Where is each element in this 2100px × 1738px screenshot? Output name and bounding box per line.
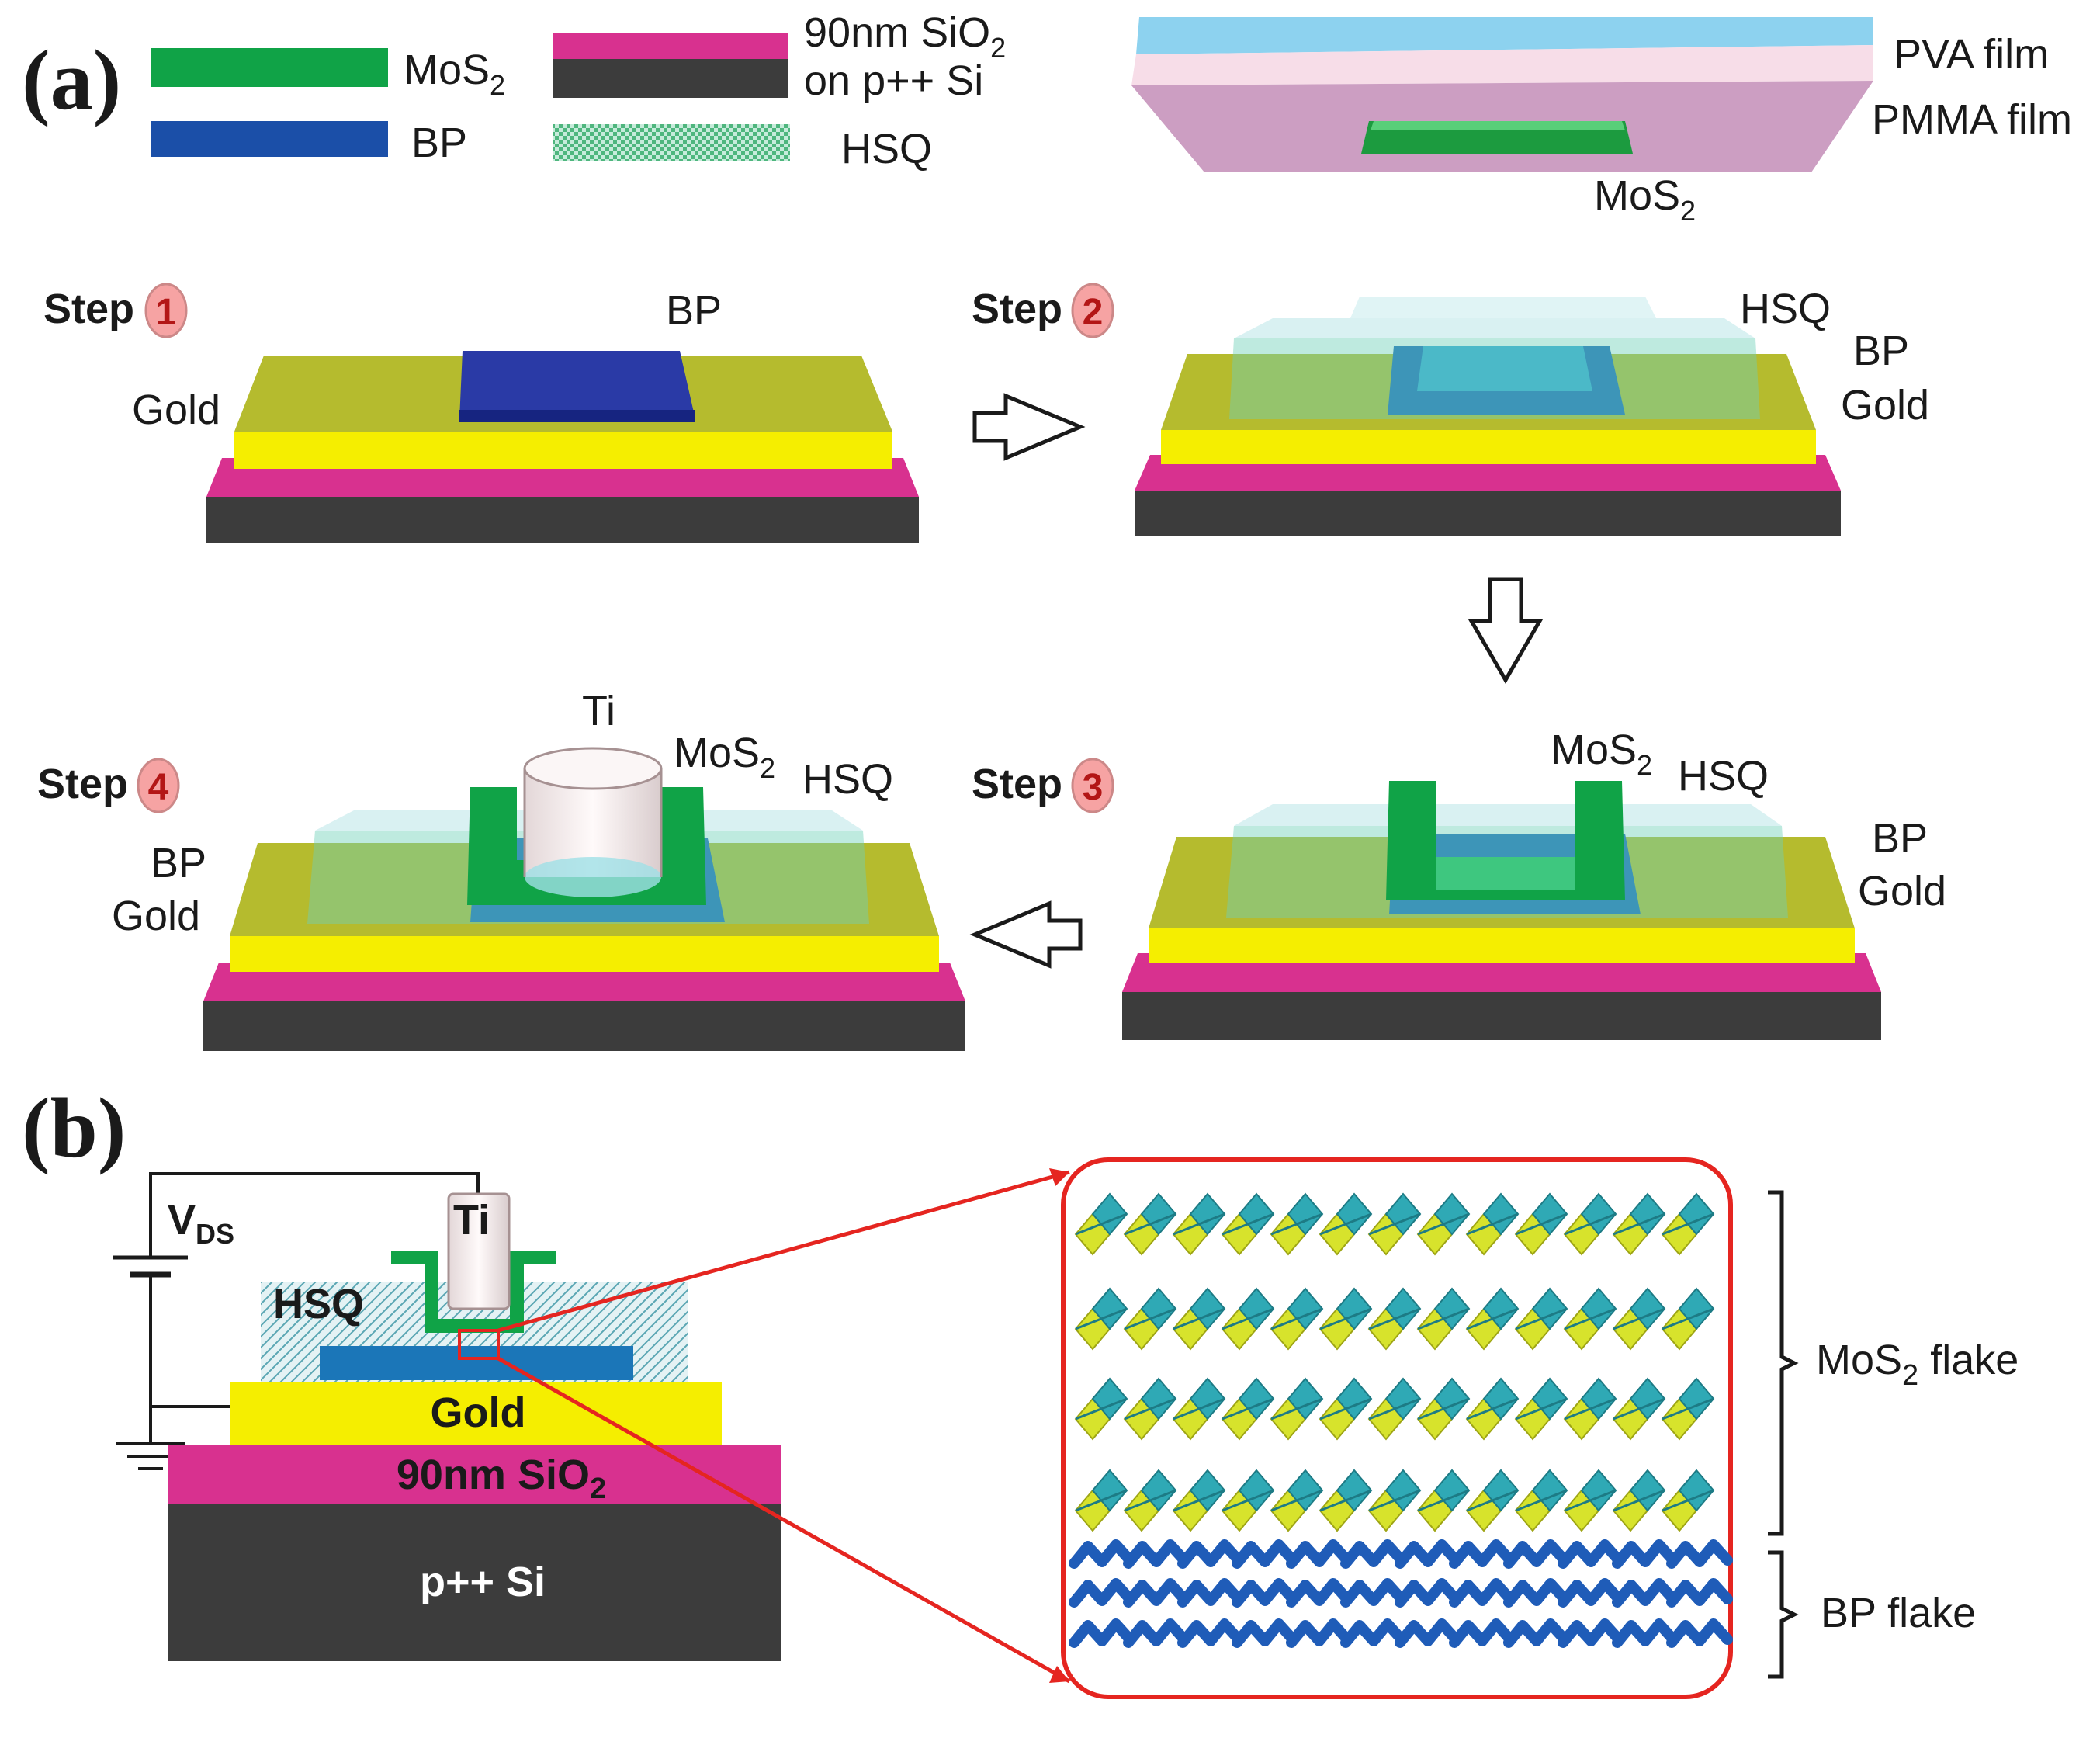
step-4-si — [203, 1001, 965, 1051]
legend-substrate-line1: 90nm SiO2 — [804, 9, 1006, 64]
step-2-gold — [1161, 430, 1816, 464]
step-3-badge — [1071, 758, 1114, 813]
cs-ti-label: Ti — [453, 1197, 490, 1244]
cs-si-label: p++ Si — [420, 1559, 546, 1605]
step-1-badge — [144, 283, 188, 338]
arrow-right-icon — [972, 393, 1086, 461]
arrow-left-icon — [969, 900, 1083, 969]
step-4-gold-label: Gold — [112, 893, 200, 939]
legend-sio2-swatch — [553, 33, 788, 59]
step-4-bp-label: BP — [151, 840, 206, 886]
cs-hsq-label: HSQ — [273, 1281, 364, 1327]
zoom-line-bottom — [497, 1356, 1071, 1684]
panel-a-label: (a) — [22, 33, 121, 127]
pva-film-label: PVA film — [1894, 31, 2049, 78]
mos2-flake-label: MoS2 flake — [1816, 1337, 2019, 1392]
cs-sio2-label: 90nm SiO2 — [397, 1452, 606, 1505]
zoom-marker — [458, 1329, 500, 1360]
step-4-mos2-label: MoS2 — [674, 730, 775, 784]
step-2-hsq-label: HSQ — [1740, 286, 1831, 332]
step-2-hsq — [1229, 338, 1760, 419]
step-1-gold-label: Gold — [132, 387, 220, 433]
step-2-gold-label: Gold — [1841, 382, 1929, 428]
step-1-word: Step — [43, 286, 134, 332]
zoom-inset — [1061, 1157, 1733, 1699]
step-1-si — [206, 497, 919, 543]
step-2-number: 2 — [1083, 292, 1104, 333]
step-2-badge — [1071, 283, 1114, 338]
step-4-gold — [230, 936, 939, 972]
step-3-mos2-label: MoS2 — [1551, 727, 1652, 781]
cs-sio2-layer — [168, 1445, 781, 1504]
transfer-stack: PVA film PMMA film MoS2 — [1131, 17, 2072, 227]
step-4-sio2 — [203, 963, 965, 1001]
step-3-hsq-label: HSQ — [1678, 753, 1769, 800]
mos2-flake-bracket — [1768, 1190, 1799, 1536]
step-3-sio2 — [1122, 953, 1881, 992]
step-3-word: Step — [972, 761, 1062, 807]
panel-b-label: (b) — [22, 1081, 126, 1175]
zoom-line-top — [497, 1170, 1070, 1333]
legend-si-swatch — [553, 59, 788, 98]
cs-gold-label: Gold — [431, 1389, 526, 1436]
legend-hsq-swatch — [553, 124, 790, 161]
legend-hsq-label: HSQ — [841, 126, 932, 172]
cs-mos2-layer — [391, 1251, 556, 1333]
step-4-badge — [137, 758, 180, 813]
legend-substrate-line2: on p++ Si — [804, 57, 983, 104]
legend-mos2-swatch — [151, 48, 388, 87]
step-1-number: 1 — [156, 292, 177, 333]
pmma-film-label: PMMA film — [1872, 96, 2072, 143]
transfer-mos2-label: MoS2 — [1594, 172, 1696, 227]
cs-gold-layer — [230, 1382, 722, 1445]
cs-si-layer — [168, 1504, 781, 1661]
bp-flake-bracket — [1768, 1550, 1799, 1679]
step-1-bp-label: BP — [666, 287, 722, 334]
step-3-bp-label: BP — [1872, 815, 1928, 862]
step-3-number: 3 — [1083, 767, 1104, 808]
step-3-gold — [1149, 928, 1855, 963]
step-4: Step 4 Ti MoS2 HSQ BP Gold — [37, 688, 965, 1051]
step-2: Step 2 HSQ BP Gold — [972, 283, 1929, 536]
circuit-wire-bottom — [149, 1275, 230, 1408]
step-4-number: 4 — [148, 767, 169, 808]
step-3-si — [1122, 992, 1881, 1040]
step-1-gold — [234, 432, 892, 469]
cs-bp-layer — [320, 1346, 633, 1380]
step-1: Step 1 BP Gold — [43, 283, 919, 543]
step-2-si — [1135, 491, 1841, 536]
step-3-gold-label: Gold — [1858, 868, 1946, 914]
legend-bp-label: BP — [411, 120, 467, 166]
vds-label: VDS — [168, 1197, 234, 1250]
step-2-word: Step — [972, 286, 1062, 332]
step-4-hsq-label: HSQ — [802, 756, 893, 803]
bp-flake-label: BP flake — [1821, 1590, 1976, 1636]
cross-section: VDS p++ Si 90nm SiO2 Gold HSQ Ti — [113, 1172, 781, 1661]
step-3: Step 3 MoS2 HSQ BP Gold — [972, 727, 1946, 1040]
legend: MoS2 BP 90nm SiO2 on p++ Si HSQ — [151, 9, 1006, 172]
legend-mos2-label: MoS2 — [404, 47, 505, 101]
step-1-bp — [459, 351, 695, 419]
pva-film — [1136, 17, 1873, 54]
step-4-word: Step — [37, 761, 128, 807]
legend-bp-swatch — [151, 121, 388, 157]
step-4-ti-label: Ti — [582, 688, 615, 734]
cs-ti-contact — [447, 1192, 511, 1310]
arrow-down-icon — [1468, 577, 1544, 684]
step-2-bp-label: BP — [1853, 328, 1909, 374]
